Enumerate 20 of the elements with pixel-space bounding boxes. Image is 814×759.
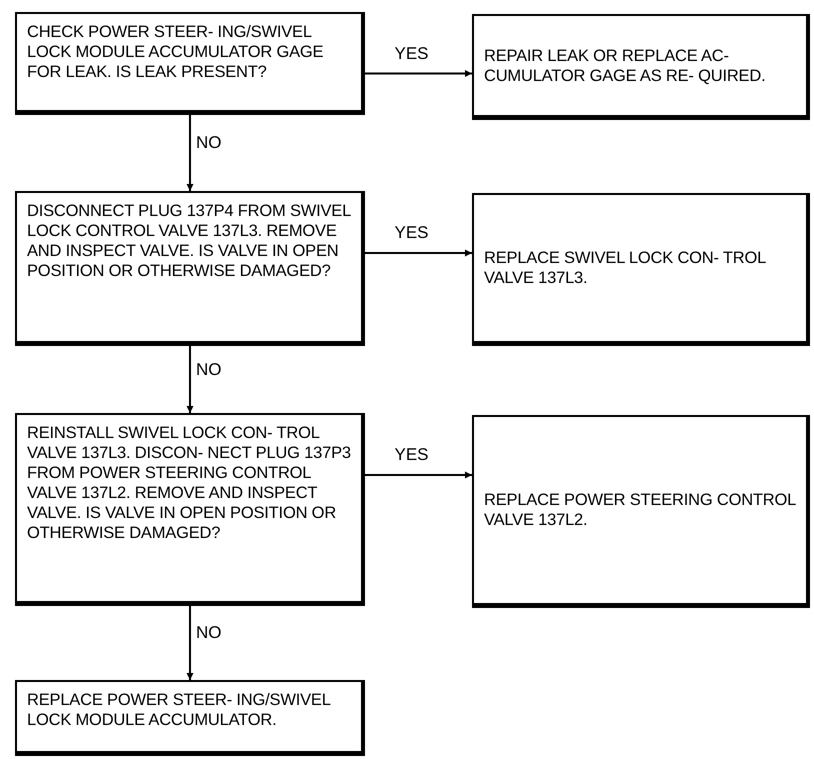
process-box (15, 680, 365, 756)
process-box (472, 415, 810, 608)
arrow (365, 472, 472, 478)
process-box (472, 193, 810, 346)
box-text: REPLACE SWIVEL LOCK CON- TROL VALVE 137L3. (484, 248, 767, 288)
box-text: CHECK POWER STEER- ING/SWIVEL LOCK MODULE ACCUMULATOR GAGE FOR LEAK. IS LEAK PRESENT? (27, 22, 324, 82)
arrow (365, 250, 472, 256)
box-text: DISCONNECT PLUG 137P4 FROM SWIVEL LOCK CONTROL VALVE 137L3. REMOVE AND INSPECT VALVE. IS VALVE IN OPEN POSITION OR OTHERWISE DAMAGED? (27, 201, 351, 281)
box-text: REPAIR LEAK OR REPLACE AC- CUMULATOR GAGE AS RE- QUIRED. (484, 46, 766, 86)
process-box (15, 413, 365, 606)
process-box (15, 191, 365, 346)
process-box (15, 12, 365, 115)
process-box (472, 14, 810, 120)
arrow (186, 606, 194, 680)
box-text: REPLACE POWER STEER- ING/SWIVEL LOCK MODULE ACCUMULATOR. (27, 690, 332, 730)
arrow (186, 346, 194, 413)
box-text: REINSTALL SWIVEL LOCK CON- TROL VALVE 137L3. DISCON- NECT PLUG 137P3 FROM POWER STEERING CONTROL VALVE 137L2. REMOVE AND INSPECT VALVE. IS VALVE IN OPEN POSITION OR OTHERWISE DAMAGED? (27, 423, 351, 543)
box-text: REPLACE POWER STEERING CONTROL VALVE 137L2. (484, 490, 796, 530)
arrow (186, 115, 194, 191)
arrow (365, 70, 472, 77)
